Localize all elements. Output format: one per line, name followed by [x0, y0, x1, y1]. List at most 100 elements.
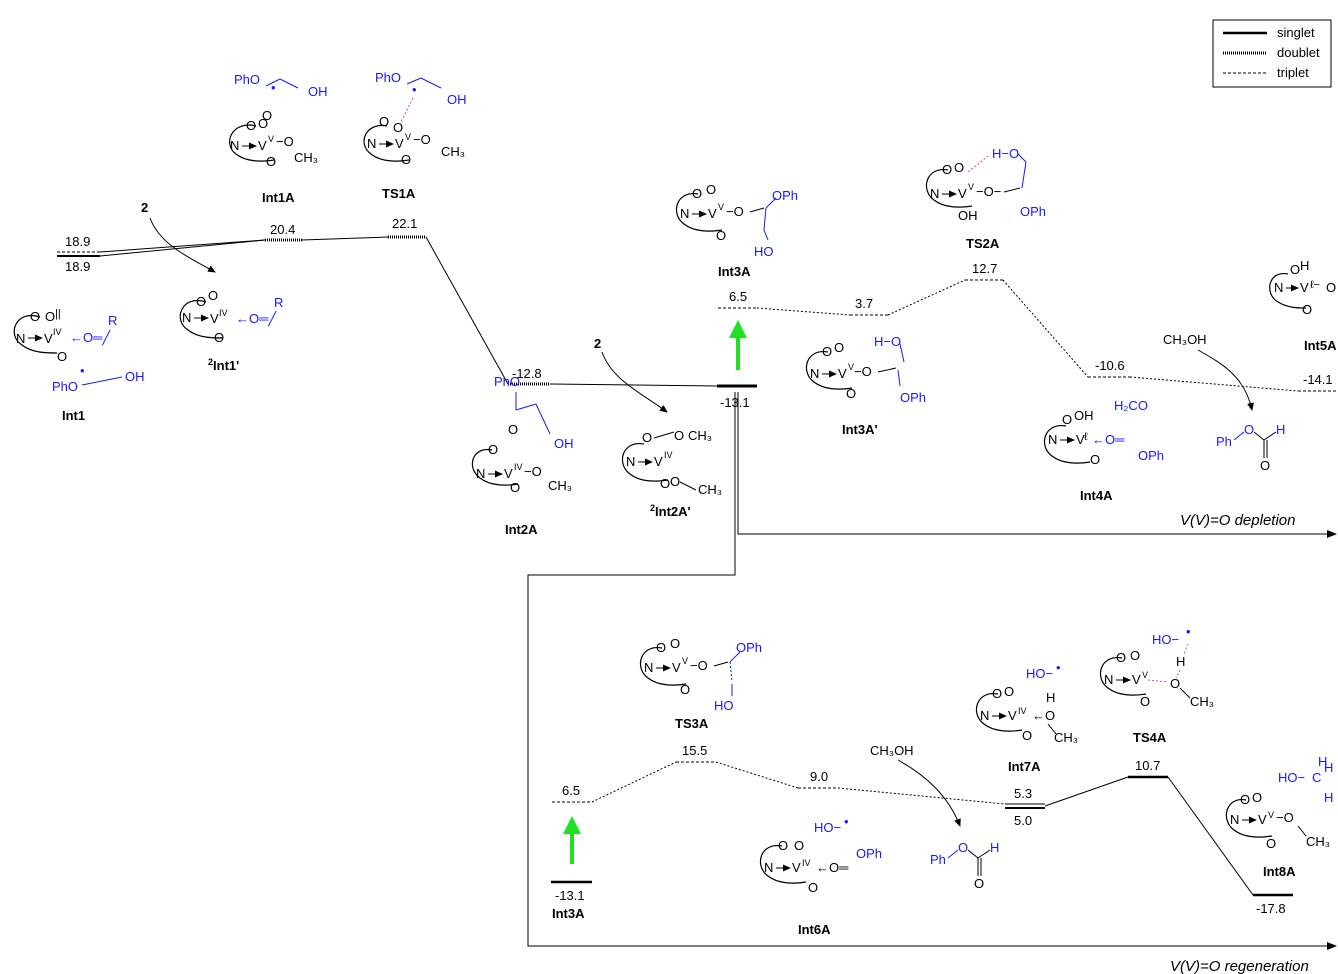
svg-text:←O═: ←O═: [816, 860, 849, 875]
connector-int2a-int3a: [549, 383, 718, 387]
svg-text:OH: OH: [1074, 408, 1094, 423]
svg-text:CH₃: CH₃: [688, 428, 712, 443]
svg-text:ℓ−: ℓ−: [1310, 279, 1320, 291]
svg-text:←O: ←O: [1032, 708, 1055, 723]
svg-text:||: ||: [55, 308, 61, 320]
svg-text:H: H: [1176, 654, 1185, 669]
connector-int3a-int3ap: [756, 307, 851, 316]
svg-text:O: O: [992, 686, 1002, 701]
label-int7a: Int7A: [1008, 759, 1041, 774]
svg-text:O: O: [680, 682, 690, 697]
svg-text:O: O: [822, 344, 832, 359]
svg-text:CH₃: CH₃: [548, 478, 572, 493]
ch3oh-label: CH₃OH: [1163, 332, 1207, 347]
svg-text:N: N: [764, 860, 773, 875]
svg-text:CH₃: CH₃: [1190, 694, 1214, 709]
energy-int7a-lower: 5.0: [1014, 813, 1032, 828]
svg-text:Ph: Ph: [930, 852, 946, 867]
svg-text:V: V: [958, 186, 967, 201]
structure-int4a: OH O N V ℓ ←O═ OPh O: [1043, 408, 1164, 467]
legend-box: [1212, 19, 1332, 88]
energy-ts1a: 22.1: [392, 216, 417, 231]
svg-text:V: V: [395, 136, 404, 151]
svg-text:HO−: HO−: [1026, 666, 1053, 681]
connector-ts3a-int6a: [715, 761, 799, 789]
label-int6a: Int6A: [798, 922, 831, 937]
svg-text:O: O: [208, 288, 218, 303]
svg-text:O: O: [974, 876, 984, 891]
svg-text:CH₃: CH₃: [294, 150, 318, 165]
svg-text:OPh: OPh: [856, 846, 882, 861]
svg-text:OPh: OPh: [900, 390, 926, 405]
svg-text:O: O: [692, 186, 702, 201]
svg-text:←O═: ←O═: [1092, 432, 1125, 447]
structure-ts2a: H−O O O N V V −O− OH OPh: [925, 146, 1046, 223]
svg-text:O: O: [266, 154, 276, 169]
svg-text:V: V: [405, 132, 411, 142]
svg-text:O: O: [794, 838, 804, 853]
svg-text:O: O: [45, 309, 55, 324]
svg-text:O: O: [674, 428, 684, 443]
svg-text:−O: −O: [413, 132, 431, 147]
svg-text:O: O: [1090, 452, 1100, 467]
structure-ts3a: O O N V V −O O OPh HO: [639, 636, 762, 713]
svg-text:OH: OH: [125, 369, 145, 384]
svg-text:O: O: [656, 640, 666, 655]
svg-text:R: R: [108, 313, 117, 328]
svg-text:V: V: [792, 860, 801, 875]
svg-text:O: O: [196, 294, 206, 309]
svg-text:N: N: [980, 708, 989, 723]
svg-text:IV: IV: [664, 450, 673, 460]
svg-text:V: V: [210, 311, 219, 326]
svg-text:PhO: PhO: [494, 374, 520, 389]
svg-text:O: O: [508, 422, 518, 437]
svg-text:−O: −O: [690, 658, 708, 673]
regeneration-axis-label: V(V)=O regeneration: [1170, 958, 1309, 974]
svg-text:N: N: [230, 138, 239, 153]
svg-text:V: V: [1258, 812, 1267, 827]
structure-int7a: HO− • O O N V IV H ←O CH₃ O: [975, 660, 1078, 745]
svg-text:V: V: [838, 366, 847, 381]
connector-ts1a-int2a: [425, 236, 509, 385]
svg-text:V: V: [1268, 810, 1274, 820]
svg-text:O: O: [958, 840, 968, 855]
svg-text:OPh: OPh: [1138, 448, 1164, 463]
energy-int1-upper: 18.9: [65, 234, 90, 249]
connector-ts4a-int8a: [1167, 776, 1254, 896]
svg-text:O: O: [510, 480, 520, 495]
svg-text:O: O: [706, 182, 716, 197]
svg-text:HO−: HO−: [814, 820, 841, 835]
svg-text:V: V: [968, 182, 974, 192]
curved-arrow-icon: [1197, 349, 1254, 411]
svg-text:H: H: [1300, 258, 1309, 273]
curved-arrow-icon: [149, 217, 216, 273]
svg-text:N: N: [476, 466, 485, 481]
connector-int3ap-ts2a: [887, 279, 966, 316]
svg-text:O: O: [808, 880, 818, 895]
svg-text:PhO: PhO: [375, 70, 401, 85]
svg-text:V: V: [1132, 672, 1141, 687]
structure-int3a-prime: H−O O O N V V −O O OPh: [805, 334, 926, 405]
svg-text:ℓ: ℓ: [1084, 431, 1088, 443]
svg-text:O: O: [258, 116, 268, 131]
svg-text:O: O: [1062, 412, 1072, 427]
svg-text:O: O: [246, 118, 256, 133]
svg-text:•: •: [1056, 660, 1061, 675]
svg-text:V: V: [708, 206, 717, 221]
svg-text:O: O: [1290, 262, 1300, 277]
legend-singlet-label: singlet: [1277, 25, 1315, 40]
svg-text:N: N: [930, 186, 939, 201]
svg-text:O: O: [1244, 422, 1254, 437]
svg-text:−O: −O: [854, 364, 872, 379]
svg-text:O: O: [1022, 728, 1032, 743]
connector-int3a-ts3a: [591, 761, 677, 803]
energy-int3a-singlet-bottom: -13.1: [555, 888, 585, 903]
connector-ts2a-int4a: [1002, 279, 1089, 378]
svg-text:O: O: [1260, 458, 1270, 473]
svg-text:OH: OH: [308, 84, 328, 99]
svg-text:Ph: Ph: [1216, 434, 1232, 449]
svg-text:C: C: [1312, 770, 1321, 785]
label-int3a: Int3A: [718, 264, 751, 279]
svg-text:OPh: OPh: [1020, 204, 1046, 219]
